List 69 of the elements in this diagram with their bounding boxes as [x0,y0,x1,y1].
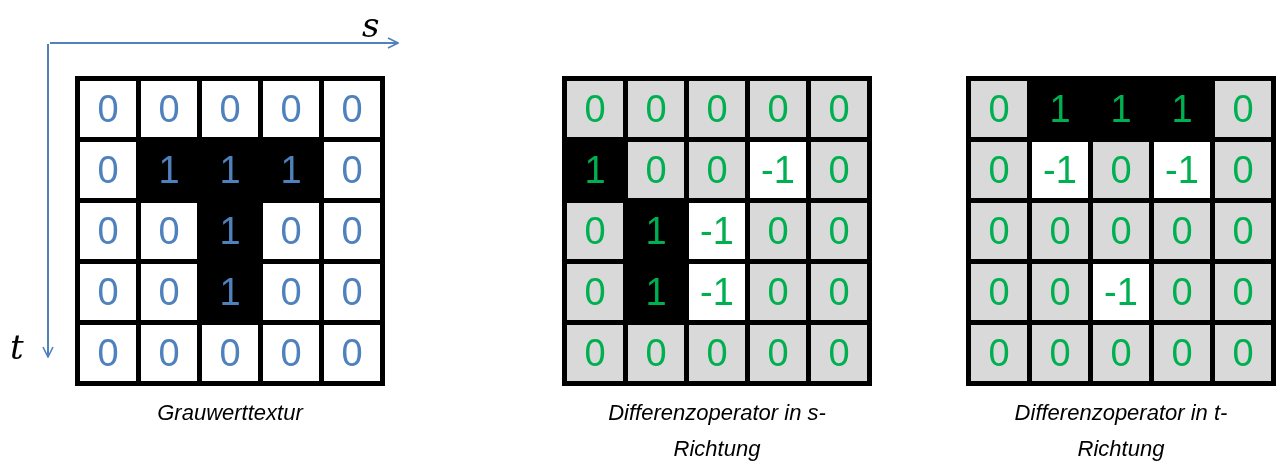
matrix-cell: 0 [202,81,258,137]
matrix-cell: 0 [971,81,1027,137]
matrix-cell: 0 [141,81,197,137]
matrix-cell: 0 [811,264,867,320]
axis-label: t [10,330,24,364]
matrix-cell: 0 [689,81,745,137]
caption: Grauwerttextur [156,399,305,427]
matrix-cell: 0 [1215,325,1271,381]
matrix-cell: -1 [1154,142,1210,198]
matrix-cell: 0 [324,81,380,137]
matrix-cell: 0 [689,325,745,381]
matrix-cell: 0 [628,325,684,381]
matrix-cell: 0 [971,142,1027,198]
caption: Differenzoperator in t-Richtung [1013,399,1229,463]
matrix-cell: 0 [811,81,867,137]
matrix-cell: 0 [324,325,380,381]
matrix-cell: 0 [80,264,136,320]
matrix-cell: 0 [1154,325,1210,381]
matrix-cell: 0 [750,203,806,259]
matrix-cell: 0 [811,203,867,259]
matrix-cell: 0 [1215,203,1271,259]
matrix-cell: 0 [567,81,623,137]
matrix-cell: 0 [567,325,623,381]
matrix-cell: 0 [750,264,806,320]
matrix-cell: 0 [689,142,745,198]
matrix-cell: 0 [141,264,197,320]
matrix-cell: 0 [202,325,258,381]
matrix-cell: 0 [1032,264,1088,320]
matrix-cell: 0 [141,325,197,381]
matrix-cell: 0 [1093,203,1149,259]
matrix-cell: 0 [141,203,197,259]
matrix-cell: 0 [971,325,1027,381]
matrix-cell: 0 [263,264,319,320]
matrix-cell: 0 [324,203,380,259]
matrix-cell: 0 [80,325,136,381]
matrix-cell: 0 [1154,264,1210,320]
matrix-cell: 0 [80,81,136,137]
matrix-cell: -1 [689,264,745,320]
matrix-cell: 0 [1032,325,1088,381]
matrix-cell: 0 [263,81,319,137]
matrix-cell: -1 [689,203,745,259]
matrix-cell: -1 [1093,264,1149,320]
matrix-cell: 0 [750,325,806,381]
matrix-cell: 0 [567,264,623,320]
matrix-cell: 0 [1032,203,1088,259]
matrix-cell: 0 [263,325,319,381]
matrix-cell: 0 [811,142,867,198]
matrix-cell: 0 [263,203,319,259]
matrix-cell: 0 [1215,142,1271,198]
matrix-cell: 0 [971,264,1027,320]
matrix-cell: 0 [80,203,136,259]
matrix-cell: -1 [1032,142,1088,198]
matrix-cell: 0 [1154,203,1210,259]
matrix-cell: 0 [80,142,136,198]
matrix-cell: 0 [1215,81,1271,137]
matrix-cell: -1 [750,142,806,198]
matrix-cell: 0 [324,142,380,198]
caption: Differenzoperator in s-Richtung [607,399,827,463]
matrix-cell: 0 [628,142,684,198]
matrix-cell: 0 [324,264,380,320]
matrix-cell: 0 [628,81,684,137]
matrix-cell: 0 [750,81,806,137]
matrix-cell: 0 [811,325,867,381]
matrix-cell: 0 [567,203,623,259]
matrix-cell: 0 [1093,142,1149,198]
matrix-cell: 0 [1215,264,1271,320]
axis-label: s [362,8,380,42]
matrix-cell: 0 [1093,325,1149,381]
matrix-cell: 0 [971,203,1027,259]
